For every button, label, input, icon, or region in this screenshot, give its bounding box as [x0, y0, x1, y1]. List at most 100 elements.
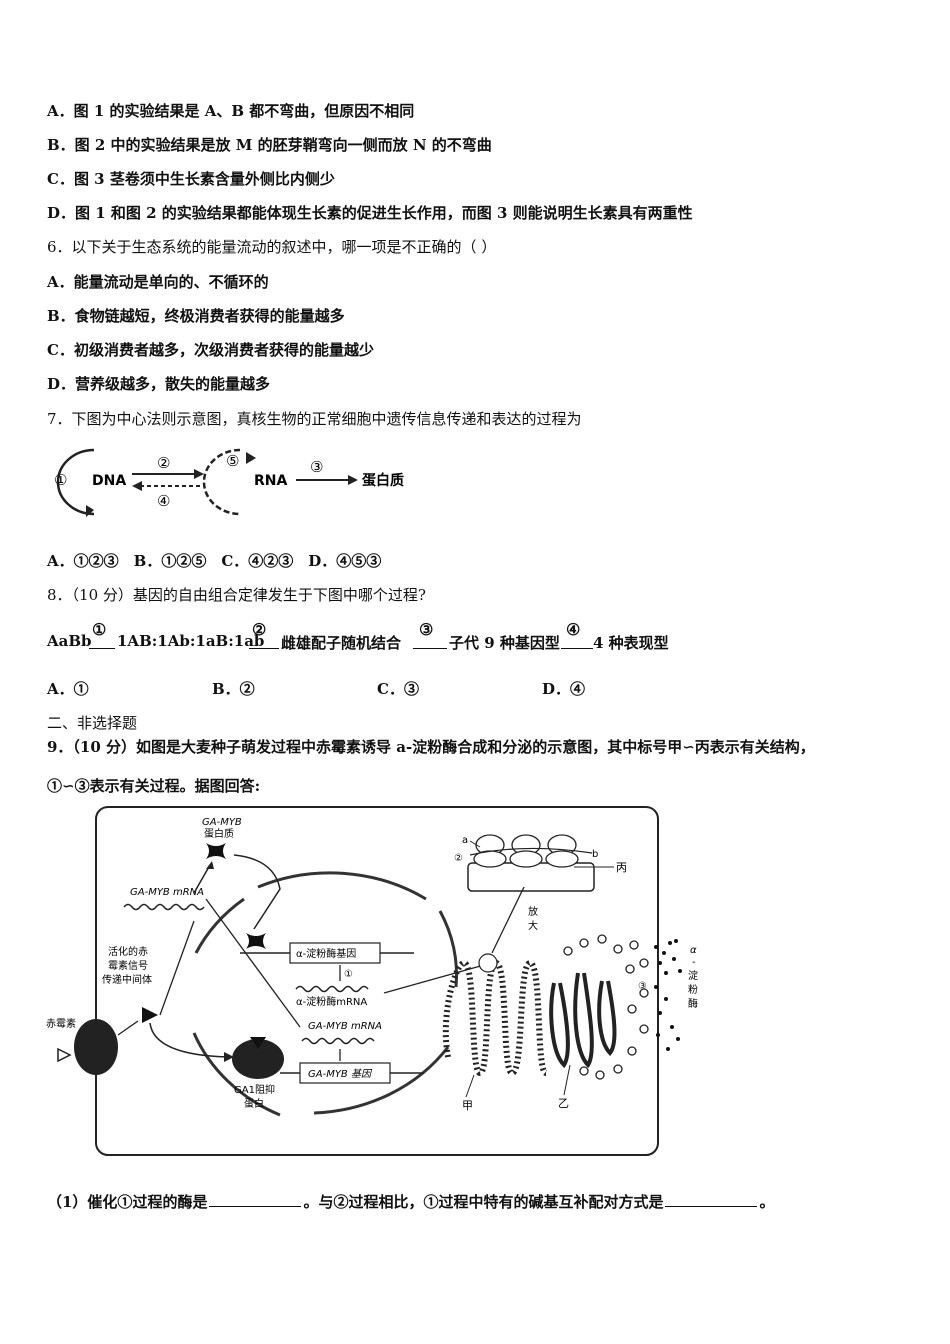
q8-flow: AaBb ① 1AB:1Ab:1aB:1ab ② 雌雄配子随机结合 ③ 子代 9… — [47, 620, 747, 660]
alpha-amylase-label-5: 酶 — [688, 997, 698, 1010]
q5-option-d: D．图 1 和图 2 的实验结果都能体现生长素的促进生长作用，而图 3 则能说明… — [47, 204, 693, 222]
label-a: a — [462, 835, 468, 846]
q9-stem-line1: 9．（10 分）如图是大麦种子萌发过程中赤霉素诱导 a-淀粉酶合成和分泌的示意图… — [47, 737, 815, 757]
arrowhead — [86, 505, 94, 517]
amylase-mrna-label: α-淀粉酶mRNA — [296, 995, 367, 1008]
answer-blank-1[interactable] — [209, 1192, 302, 1207]
endoplasmic-reticulum — [442, 959, 549, 1077]
enlarge-label-1: 放 — [528, 905, 538, 918]
enlarged-mrna — [469, 847, 593, 856]
flow-start: AaBb — [47, 632, 92, 650]
nucleus-envelope — [192, 871, 458, 1117]
mrna-wave-top — [123, 903, 205, 911]
q9-stem-line2: ①∽③表示有关过程。据图回答: — [47, 777, 261, 795]
arrowhead — [246, 452, 256, 464]
bound-intermediate — [250, 1037, 266, 1049]
q9-stem-text: 9．（10 分）如图是大麦种子萌发过程中赤霉素诱导 a-淀粉酶合成和分泌的示意图… — [47, 738, 815, 756]
flow-arrow — [561, 648, 593, 649]
activated-label-3: 传递中间体 — [102, 973, 152, 986]
q5-option-c: C．图 3 茎卷须中生长素含量外侧比内侧少 — [47, 170, 335, 188]
ga-myb-protein-label: GA-MYB — [202, 817, 242, 828]
q7-stem: 7．下图为中心法则示意图，真核生物的正常细胞中遗传信息传递和表达的过程为 — [47, 410, 582, 428]
flow-fertilization: 雌雄配子随机结合 — [281, 634, 402, 652]
ga1-label-1: GA1阻抑 — [234, 1084, 275, 1096]
q6-option-a: A．能量流动是单向的、不循环的 — [47, 273, 269, 291]
q5-option-b: B．图 2 中的实验结果是放 M 的胚芽鞘弯向一侧而放 N 的不弯曲 — [47, 136, 492, 154]
q8-option-c: C．③ — [377, 680, 419, 698]
activated-label-2: 霉素信号 — [108, 959, 148, 972]
answer-blank-2[interactable] — [665, 1192, 758, 1207]
alpha-amylase-label-3: 淀 — [688, 969, 698, 982]
q6-option-c: C．初级消费者越多，次级消费者获得的能量越少 — [47, 341, 374, 359]
protein-label: 蛋白质 — [362, 472, 404, 489]
alpha-amylase-label-4: 粉 — [688, 983, 698, 996]
activated-label-1: 活化的赤 — [108, 945, 148, 958]
num-2: ② — [157, 454, 170, 472]
num-4: ④ — [157, 492, 170, 510]
arrow-protein-to-nucleus — [233, 854, 281, 930]
arrowhead — [206, 861, 214, 869]
central-dogma-diagram: ① DNA ② ④ ⑤ RNA ③ 蛋白质 — [54, 448, 404, 517]
q9-sub1: （1）催化①过程的酶是。与②过程相比，①过程中特有的碱基互补配对方式是。 — [47, 1192, 774, 1212]
flow-step-2: ② — [252, 620, 267, 639]
arrow-receptor-to-intermediate — [117, 1020, 139, 1036]
arrowhead — [132, 481, 142, 491]
ga-myb-protein-shape — [206, 843, 226, 859]
dna-replication-arc — [56, 448, 95, 516]
gibberellin-triangle — [57, 1047, 72, 1063]
leader-line-yi — [563, 1064, 571, 1096]
q5-option-a: A．图 1 的实验结果是 A、B 都不弯曲，但原因不相同 — [47, 102, 415, 120]
amylase-gene-box — [289, 942, 381, 964]
flow-arrow — [249, 648, 279, 649]
arrowhead — [348, 475, 358, 485]
mrna-wave-amylase — [295, 985, 369, 993]
label-jia: 甲 — [462, 1099, 473, 1112]
num-5: ⑤ — [226, 452, 239, 470]
section-heading: 二、非选择题 — [47, 714, 138, 732]
num-3: ③ — [310, 458, 323, 476]
arrow-mrna-to-protein — [193, 864, 211, 894]
ga-myb-gene-label: GA-MYB 基因 — [308, 1068, 373, 1080]
flow-phenotypes: 4 种表现型 — [593, 634, 669, 652]
q6-option-b: B．食物链越短，终极消费者获得的能量越多 — [47, 307, 345, 325]
gibberellin-label: 赤霉素 — [46, 1017, 76, 1030]
alpha-amylase-label-2: - — [692, 957, 696, 968]
q9-sub1-part2: 。与②过程相比，①过程中特有的碱基互补配对方式是 — [303, 1193, 664, 1211]
receptor-blob — [74, 1019, 118, 1075]
dna-label: DNA — [92, 473, 126, 489]
vesicles — [563, 934, 649, 1080]
ga-myb-protein-bound — [246, 933, 266, 949]
label-b: b — [592, 849, 598, 860]
q8-option-a: A．① — [47, 680, 89, 698]
arrowhead — [224, 1052, 234, 1062]
cell-boundary — [95, 806, 659, 1156]
ga1-repressor-shape — [232, 1039, 284, 1079]
arrow-myb-mrna-out — [205, 898, 301, 1028]
ga-myb-mrna-label: GA-MYB mRNA — [308, 1021, 382, 1032]
mrna-wave-myb — [301, 1037, 375, 1045]
q6-option-d: D．营养级越多，散失的能量越多 — [47, 375, 271, 393]
rna-label: RNA — [254, 473, 287, 489]
secreted-enzyme-dots — [654, 939, 682, 1051]
q7-options: A．①②③ B．①②⑤ C．④②③ D．④⑤③ — [47, 552, 382, 570]
process-1-label: ① — [344, 969, 353, 980]
flow-gametes: 1AB:1Ab:1aB:1ab — [117, 632, 265, 650]
activated-intermediate-shape — [142, 1007, 158, 1023]
num-1: ① — [54, 471, 67, 489]
ga-myb-gene-box — [299, 1062, 391, 1084]
magnify-circle — [478, 953, 498, 973]
ga1-label-2: 蛋白 — [244, 1097, 264, 1110]
flow-genotypes: 子代 9 种基因型 — [449, 634, 560, 652]
flow-arrow — [89, 648, 115, 649]
arrow-intermediate-to-ga1 — [149, 1022, 229, 1058]
q9-sub1-part1: （1）催化①过程的酶是 — [47, 1193, 208, 1211]
leader-line-a — [469, 840, 481, 848]
arrow-intermediate-to-nucleus — [159, 920, 195, 1016]
protein-word-label: 蛋白质 — [204, 827, 234, 840]
enlarge-label-2: 大 — [528, 919, 538, 932]
gibberellin-diagram: GA-MYB 蛋白质 GA-MYB mRNA α-淀粉酶基因 ① α-淀粉酶mR… — [46, 806, 698, 1156]
leader-line-jia — [465, 1074, 475, 1098]
flow-step-3: ③ — [419, 620, 434, 639]
rna-replication-arc — [202, 448, 241, 516]
q8-stem: 8．（10 分）基因的自由组合定律发生于下图中哪个过程? — [47, 586, 426, 604]
